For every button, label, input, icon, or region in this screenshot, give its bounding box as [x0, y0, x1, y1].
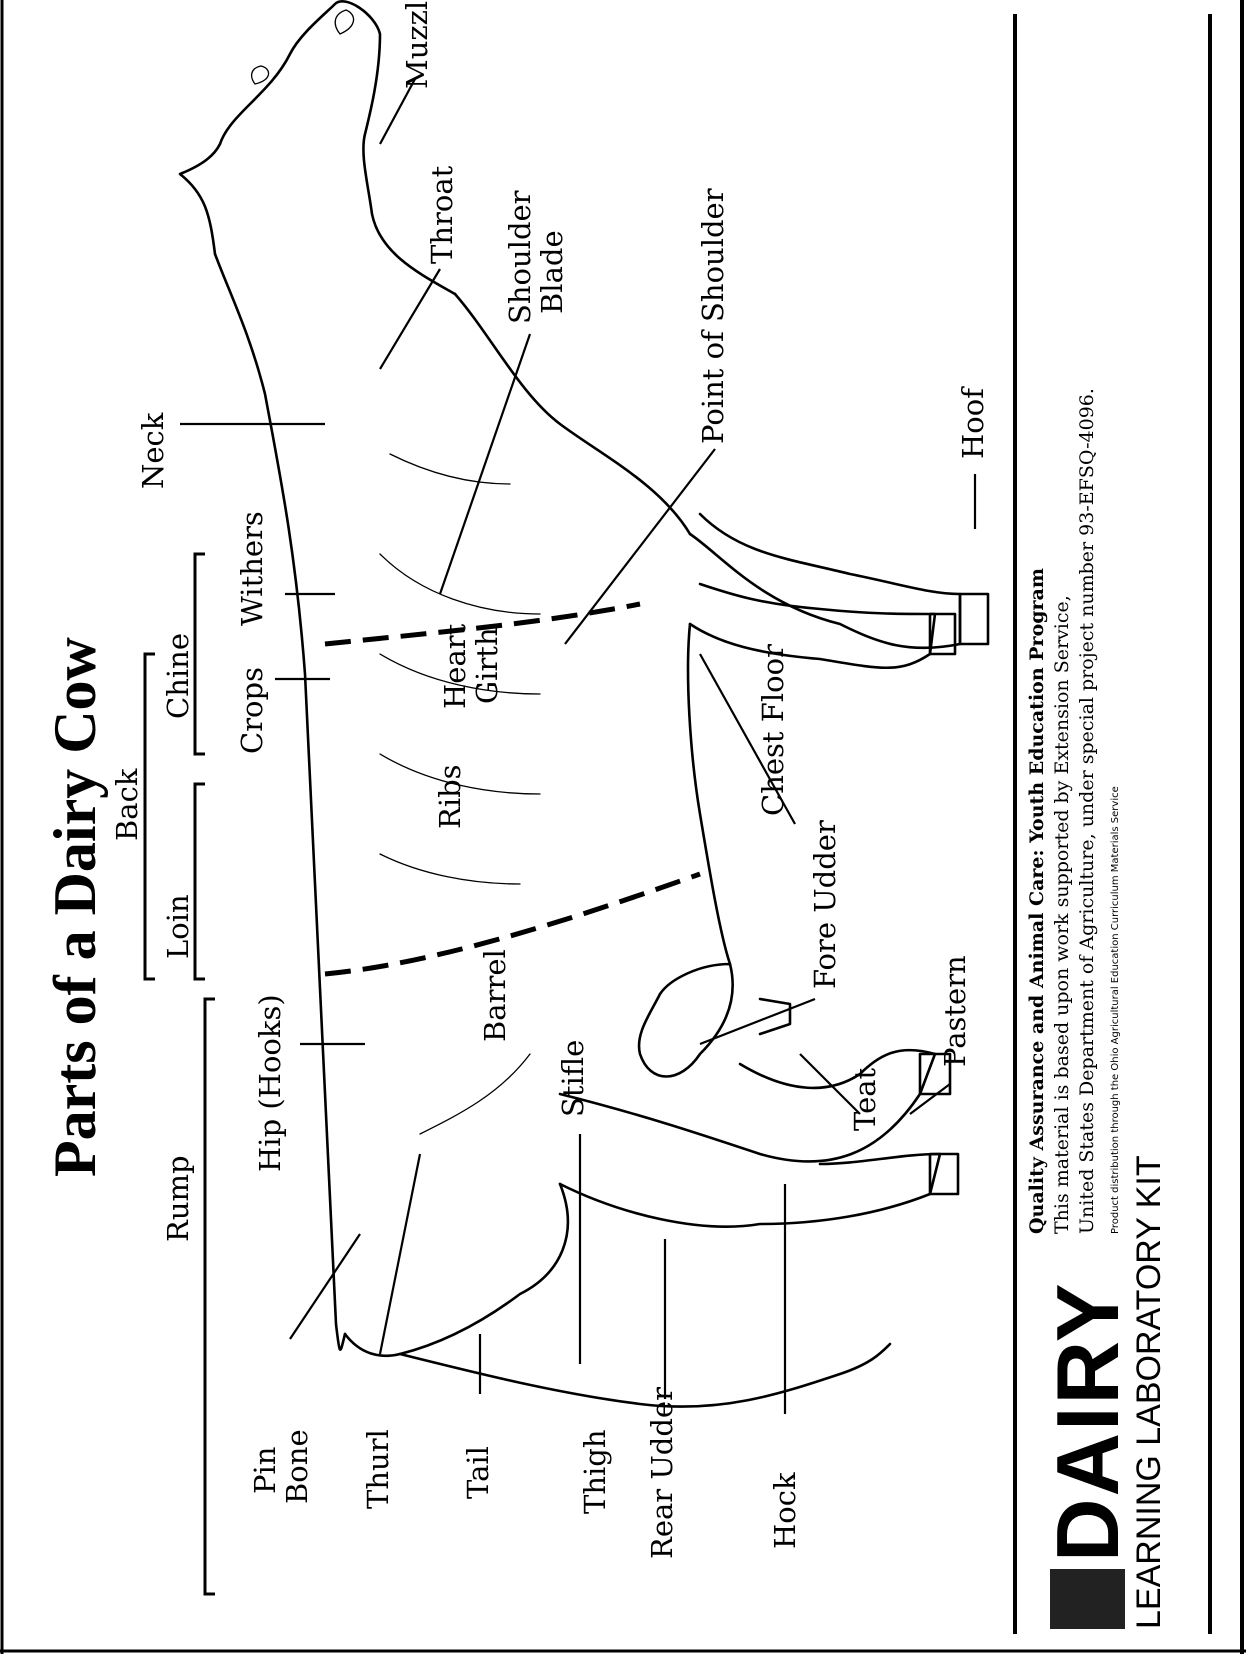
label-shoulder-blade-1: Shoulder: [503, 190, 537, 324]
cow-head-logo-icon: [1050, 1569, 1125, 1629]
label-fore-udder: Fore Udder: [808, 820, 842, 989]
label-crops: Crops: [235, 667, 269, 754]
credits-program: Quality Assurance and Animal Care: Youth…: [1026, 568, 1048, 1234]
cow-illustration: [180, 1, 988, 1406]
credits-distribution: Product distribution through the Ohio Ag…: [1110, 786, 1121, 1234]
label-thurl: Thurl: [361, 1429, 395, 1509]
label-stifle: Stifle: [556, 1040, 590, 1117]
credits-line-1: This material is based upon work support…: [1051, 595, 1073, 1234]
label-muzzle: Muzzle: [400, 0, 434, 89]
leader-lines: [180, 79, 975, 1414]
label-rump: Rump: [161, 1155, 195, 1242]
label-loin: Loin: [161, 894, 195, 959]
label-withers: Withers: [235, 511, 269, 626]
label-point-of-shoulder: Point of Shoulder: [696, 188, 730, 444]
label-shoulder-blade-2: Blade: [535, 230, 569, 314]
label-hoof: Hoof: [956, 386, 990, 459]
credits-line-2: United States Department of Agriculture,…: [1076, 388, 1098, 1234]
label-pin-bone-2: Bone: [280, 1429, 314, 1504]
label-heart-girth-1: Heart: [438, 623, 472, 709]
label-hock: Hock: [768, 1472, 802, 1549]
label-pastern: Pastern: [938, 955, 972, 1067]
logo-word: DAIRY: [1038, 1281, 1137, 1562]
label-throat: Throat: [425, 165, 459, 264]
logo-subtitle: LEARNING LABORATORY KIT: [1130, 1155, 1168, 1629]
label-tail: Tail: [461, 1446, 495, 1499]
label-heart-girth-2: Girth: [470, 627, 504, 704]
label-ribs: Ribs: [433, 764, 467, 829]
label-teat: Teat: [848, 1067, 882, 1131]
label-back: Back: [110, 768, 144, 841]
label-neck: Neck: [136, 412, 170, 489]
label-rear-udder: Rear Udder: [645, 1387, 679, 1559]
part-labels: Muzzle Throat Shoulder Blade Point of Sh…: [110, 0, 990, 1559]
label-chest-floor: Chest Floor: [756, 644, 790, 816]
label-hip-hooks: Hip (Hooks): [253, 994, 287, 1172]
label-pin-bone-1: Pin: [248, 1447, 282, 1494]
loin-barrel-line: [325, 874, 700, 974]
label-barrel: Barrel: [478, 949, 512, 1042]
diagram-title: Parts of a Dairy Cow: [42, 636, 108, 1177]
label-chine: Chine: [161, 633, 195, 719]
label-thigh: Thigh: [578, 1429, 612, 1514]
